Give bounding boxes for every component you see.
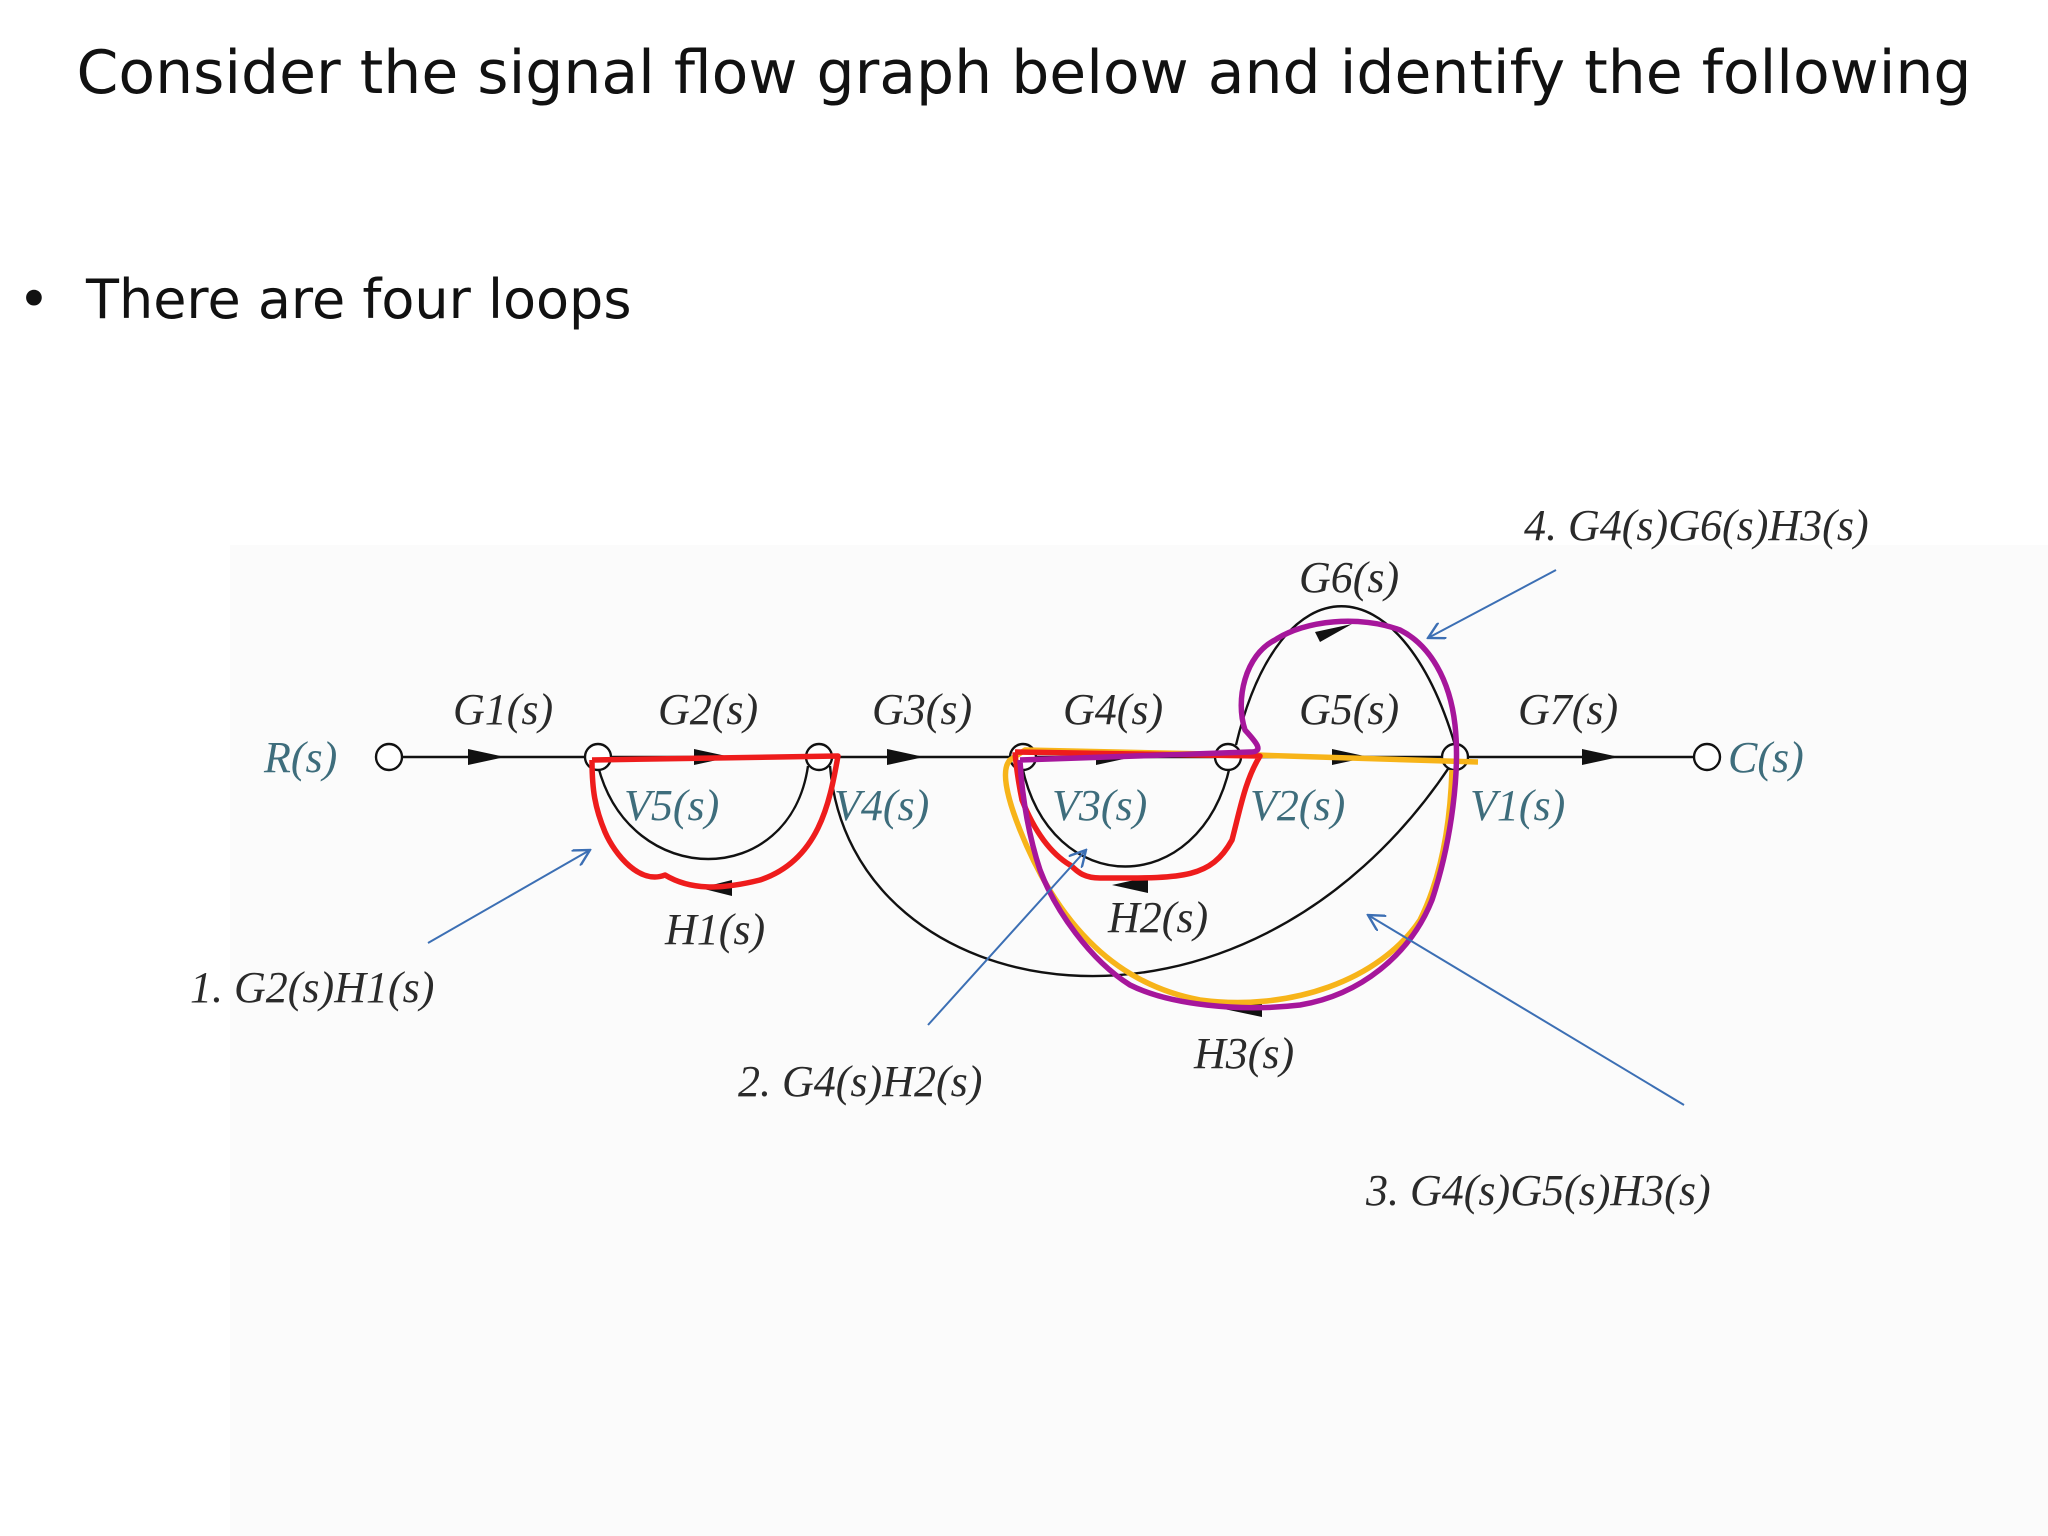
bullet-text: There are four loops	[86, 268, 632, 331]
gain-g1: G1(s)	[453, 685, 553, 734]
gain-g3: G3(s)	[872, 685, 972, 734]
node-label-v1: V1(s)	[1470, 781, 1565, 830]
gain-g7: G7(s)	[1518, 685, 1618, 734]
bullet-item: • There are four loops	[18, 268, 631, 331]
loop-annotation-2: 2. G4(s)H2(s)	[738, 1057, 982, 1106]
bullet-marker: •	[18, 268, 50, 331]
pointer-arrow-loop2	[927, 850, 1086, 1026]
node-output	[1692, 742, 1722, 772]
feedback-branches	[596, 605, 1457, 978]
pointer-arrow-loop1	[427, 850, 590, 944]
loop-1-highlight	[589, 753, 841, 890]
gain-g4: G4(s)	[1063, 685, 1163, 734]
figure-background	[230, 545, 2048, 1536]
node-label-v3: V3(s)	[1052, 781, 1147, 830]
gain-h1: H1(s)	[664, 905, 765, 954]
loop-annotation-1: 1. G2(s)H1(s)	[190, 963, 434, 1012]
gain-g2: G2(s)	[658, 685, 758, 734]
slide-title: Consider the signal flow graph below and…	[76, 38, 1972, 108]
node-label-v2: V2(s)	[1250, 781, 1345, 830]
gain-h3: H3(s)	[1193, 1029, 1294, 1078]
gain-h2: H2(s)	[1107, 893, 1208, 942]
gain-g5: G5(s)	[1299, 685, 1399, 734]
node-label-v5: V5(s)	[624, 781, 719, 830]
gain-g6: G6(s)	[1299, 553, 1399, 602]
loop-annotation-3: 3. G4(s)G5(s)H3(s)	[1365, 1166, 1711, 1215]
pointer-arrow-loop3	[1368, 915, 1685, 1106]
input-label: R(s)	[263, 733, 337, 782]
node-input	[374, 742, 404, 772]
loop-annotation-4: 4. G4(s)G6(s)H3(s)	[1524, 501, 1869, 550]
node-v5	[583, 742, 613, 772]
loop-4-highlight	[1017, 618, 1460, 1011]
output-label: C(s)	[1728, 733, 1804, 782]
pointer-arrow-loop4	[1428, 569, 1557, 638]
node-label-v4: V4(s)	[834, 781, 929, 830]
pointer-arrows	[427, 569, 1685, 1106]
